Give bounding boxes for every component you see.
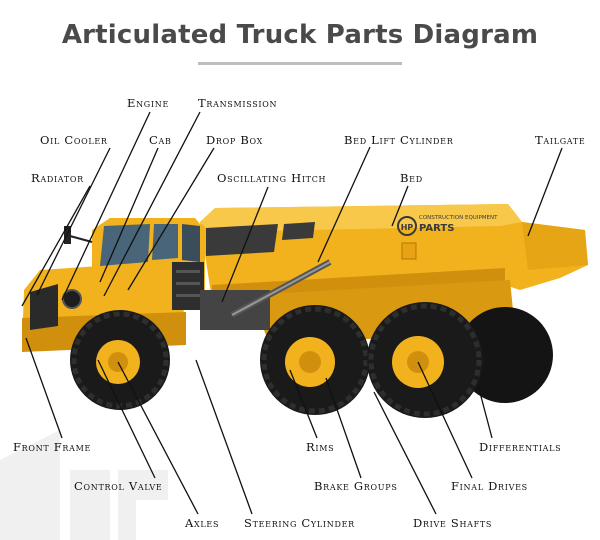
label-differentials: Differentials — [479, 440, 562, 454]
leader-axles — [117, 361, 199, 515]
label-radiator: Radiator — [31, 171, 84, 185]
leader-control-valve — [97, 359, 156, 479]
leader-tailgate — [527, 147, 563, 237]
title-divider — [198, 62, 402, 65]
leader-final-drives — [417, 361, 473, 479]
leader-cab — [99, 147, 159, 283]
label-bed: Bed — [400, 171, 423, 185]
middle-wheel — [260, 305, 370, 415]
page-title: Articulated Truck Parts Diagram — [61, 20, 539, 50]
label-transmission: Transmission — [198, 96, 278, 110]
leader-drive-shafts — [373, 391, 437, 515]
label-drive-shafts: Drive Shafts — [413, 516, 493, 530]
leader-front-frame — [25, 337, 63, 439]
label-steering-cylinder: Steering Cylinder — [244, 516, 355, 530]
leader-oscillating-hitch — [221, 186, 269, 303]
leader-bed — [391, 185, 409, 227]
leader-radiator — [21, 185, 91, 307]
leader-steering-cylinder — [195, 359, 253, 515]
label-oscillating-hitch: Oscillating Hitch — [217, 171, 327, 185]
label-bed-lift-cylinder: Bed Lift Cylinder — [344, 133, 454, 147]
label-brake-groups: Brake Groups — [314, 479, 398, 493]
brand-mark: HP — [401, 223, 414, 232]
brand-logo: HP CONSTRUCTION EQUIPMENT PARTS — [397, 215, 498, 236]
brand-line-2: PARTS — [419, 223, 454, 234]
front-wheel — [70, 310, 170, 410]
leader-drop-box — [127, 147, 215, 291]
label-cab: Cab — [149, 133, 172, 147]
brand-line-1: CONSTRUCTION EQUIPMENT — [419, 215, 498, 221]
label-axles: Axles — [185, 516, 220, 530]
leader-oil-cooler — [36, 147, 111, 296]
leader-lines — [21, 111, 563, 515]
rear-wheel — [367, 302, 483, 418]
label-oil-cooler: Oil Cooler — [40, 133, 108, 147]
label-control-valve: Control Valve — [74, 479, 163, 493]
leader-differentials — [477, 384, 493, 439]
leader-engine — [61, 111, 151, 301]
rear-wheel-back — [457, 307, 553, 403]
label-drop-box: Drop Box — [206, 133, 264, 147]
label-front-frame: Front Frame — [13, 440, 92, 454]
leader-transmission — [103, 111, 201, 297]
label-engine: Engine — [127, 96, 169, 110]
leader-bed-lift-cylinder — [317, 146, 371, 263]
label-rims: Rims — [306, 440, 335, 454]
hp-watermark-logo — [0, 430, 168, 540]
leader-brake-groups — [325, 377, 362, 479]
label-final-drives: Final Drives — [451, 479, 528, 493]
leader-rims — [289, 369, 318, 439]
label-tailgate: Tailgate — [535, 133, 586, 147]
